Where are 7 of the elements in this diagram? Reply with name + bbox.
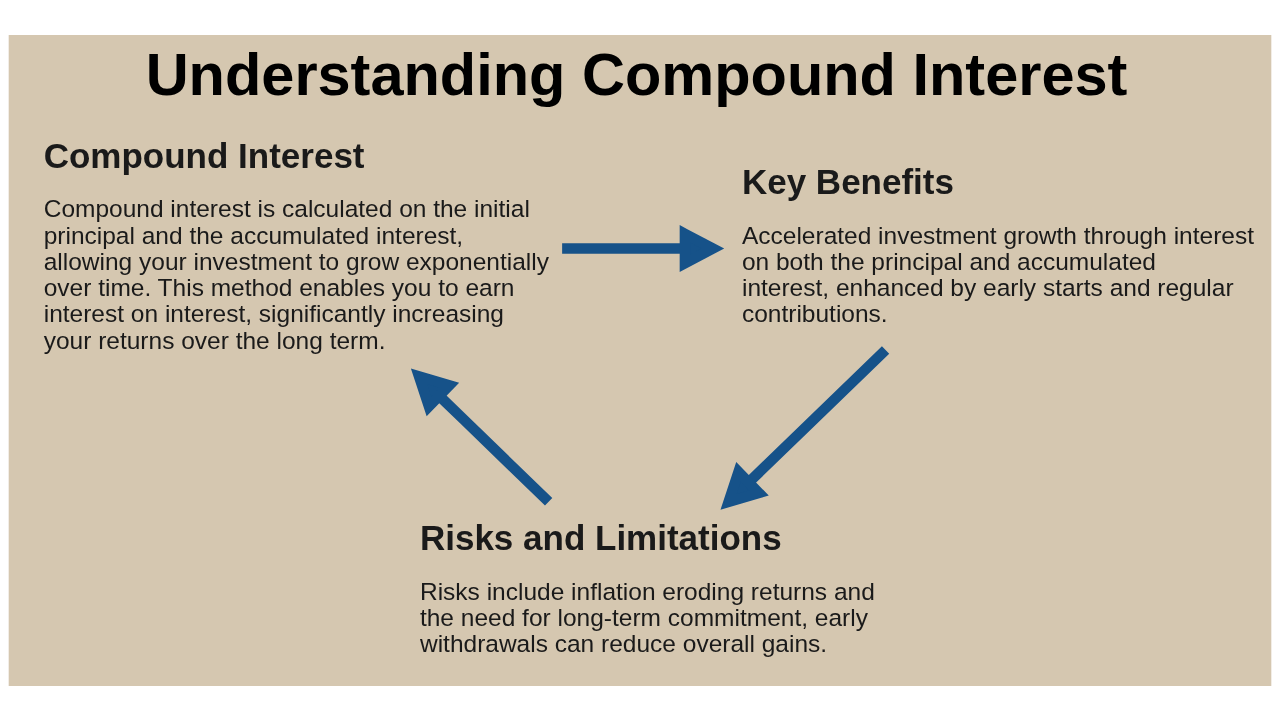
diagram-title: Understanding Compound Interest: [145, 40, 1128, 108]
node-text: Risks and Limitations Risks include inflation eroding returns and the need for long-term commitment, early withdrawals can reduce overall gains.: [419, 517, 875, 657]
node-text: Compound Interest Compound interest is calculated on the initial principal and the accumulated interest, allowing your investment to grow exponentially over time. This method enables you to earn interest on interest, significantly increasing your returns over the long term.: [43, 135, 549, 354]
arrow: [410, 368, 553, 505]
node-text: Key Benefits Accelerated investment growth through interest on both the principal and accumulated interest, enhanced by early starts and regular contributions.: [741, 161, 1254, 327]
arrow: [720, 345, 890, 510]
arrow: [562, 224, 725, 272]
